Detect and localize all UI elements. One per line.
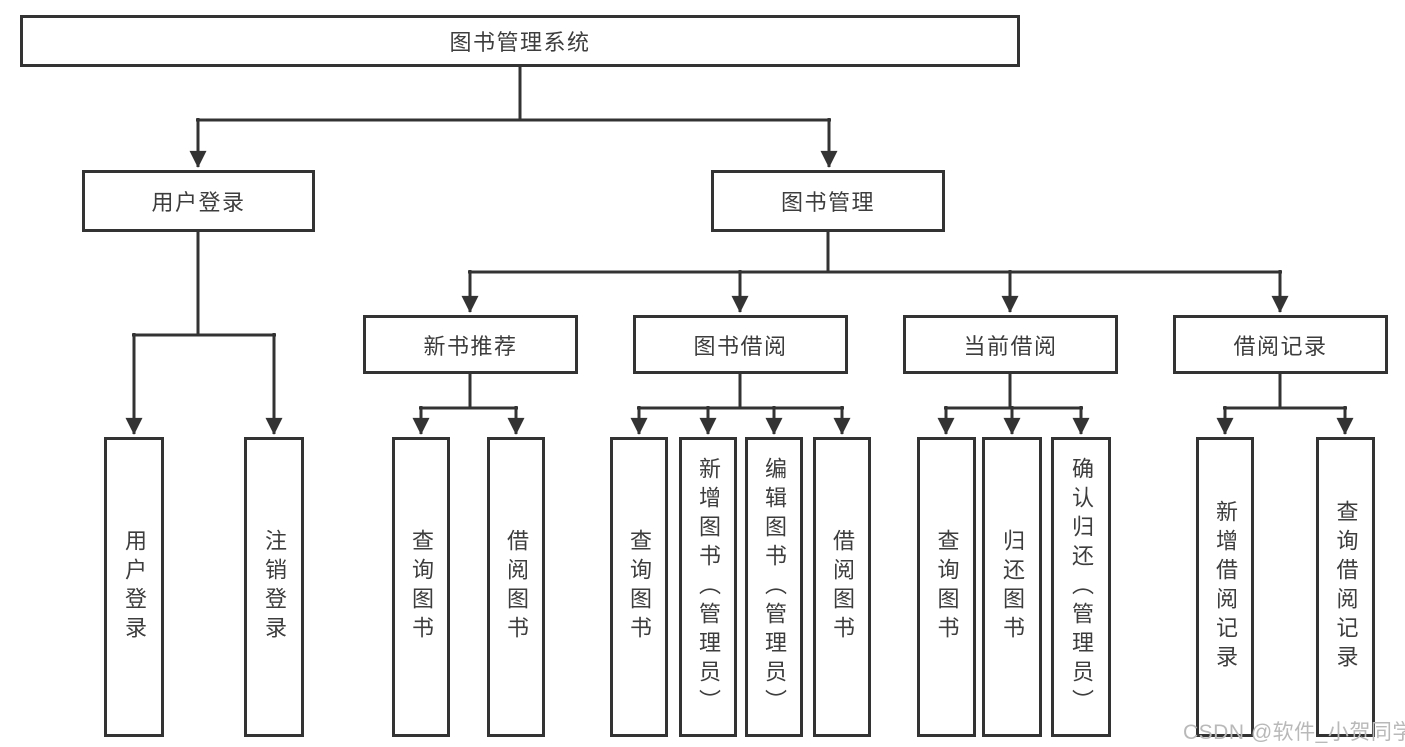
node-book-borrowing-label: 图书借阅 bbox=[693, 333, 788, 359]
connector-book-borrowing-children bbox=[630, 374, 851, 435]
connector-root-to-level2 bbox=[189, 67, 838, 168]
leaf-query-books-recommend: 查询图书 bbox=[392, 437, 450, 737]
leaf-query-books-current-label: 查询图书 bbox=[934, 529, 960, 645]
leaf-confirm-return-admin-label: 确认归还（管理员） bbox=[1069, 456, 1094, 718]
leaf-query-books-borrowing-label: 查询图书 bbox=[627, 529, 652, 645]
leaf-edit-books-admin: 编辑图书（管理员） bbox=[745, 437, 803, 737]
leaf-borrow-books: 借阅图书 bbox=[813, 437, 871, 737]
leaf-borrow-books-recommend: 借阅图书 bbox=[487, 437, 545, 737]
leaf-add-books-admin: 新增图书（管理员） bbox=[679, 437, 737, 737]
connector-current-borrowing-children bbox=[937, 374, 1090, 435]
leaf-query-borrow-record: 查询借阅记录 bbox=[1316, 437, 1375, 737]
leaf-user-login-label: 用户登录 bbox=[122, 529, 147, 645]
node-book-management: 图书管理 bbox=[711, 170, 945, 232]
leaf-return-books: 归还图书 bbox=[982, 437, 1042, 737]
node-new-book-recommend: 新书推荐 bbox=[363, 315, 578, 374]
node-root-label: 图书管理系统 bbox=[449, 30, 591, 55]
connector-new-book-recommend-children bbox=[412, 374, 525, 435]
node-root: 图书管理系统 bbox=[20, 15, 1020, 67]
connector-user-login-children bbox=[125, 232, 283, 435]
leaf-return-books-label: 归还图书 bbox=[1000, 529, 1025, 645]
leaf-add-borrow-record: 新增借阅记录 bbox=[1196, 437, 1254, 737]
leaf-query-books-current: 查询图书 bbox=[917, 437, 976, 737]
node-borrowing-records: 借阅记录 bbox=[1173, 315, 1388, 374]
node-user-login: 用户登录 bbox=[82, 170, 315, 232]
node-new-book-recommend-label: 新书推荐 bbox=[423, 333, 518, 359]
leaf-add-books-admin-label: 新增图书（管理员） bbox=[696, 456, 721, 718]
leaf-add-borrow-record-label: 新增借阅记录 bbox=[1213, 500, 1238, 674]
node-book-management-label: 图书管理 bbox=[780, 190, 875, 215]
connector-book-management-children bbox=[461, 232, 1289, 313]
leaf-edit-books-admin-label: 编辑图书（管理员） bbox=[762, 456, 787, 718]
leaf-borrow-books-label: 借阅图书 bbox=[830, 529, 855, 645]
leaf-logout-label: 注销登录 bbox=[262, 529, 287, 645]
leaf-borrow-books-recommend-label: 借阅图书 bbox=[504, 529, 529, 645]
leaf-query-books-borrowing: 查询图书 bbox=[610, 437, 668, 737]
node-current-borrowing-label: 当前借阅 bbox=[963, 333, 1058, 359]
node-book-borrowing: 图书借阅 bbox=[633, 315, 848, 374]
node-user-login-label: 用户登录 bbox=[151, 190, 246, 215]
csdn-watermark: CSDN @软件_小贺同学 bbox=[1183, 721, 1405, 744]
leaf-query-books-recommend-label: 查询图书 bbox=[409, 529, 434, 645]
leaf-confirm-return-admin: 确认归还（管理员） bbox=[1051, 437, 1111, 737]
node-current-borrowing: 当前借阅 bbox=[903, 315, 1118, 374]
leaf-query-borrow-record-label: 查询借阅记录 bbox=[1333, 500, 1359, 674]
leaf-user-login: 用户登录 bbox=[104, 437, 164, 737]
leaf-logout: 注销登录 bbox=[244, 437, 304, 737]
connector-borrowing-records-children bbox=[1216, 374, 1354, 435]
node-borrowing-records-label: 借阅记录 bbox=[1233, 333, 1328, 359]
